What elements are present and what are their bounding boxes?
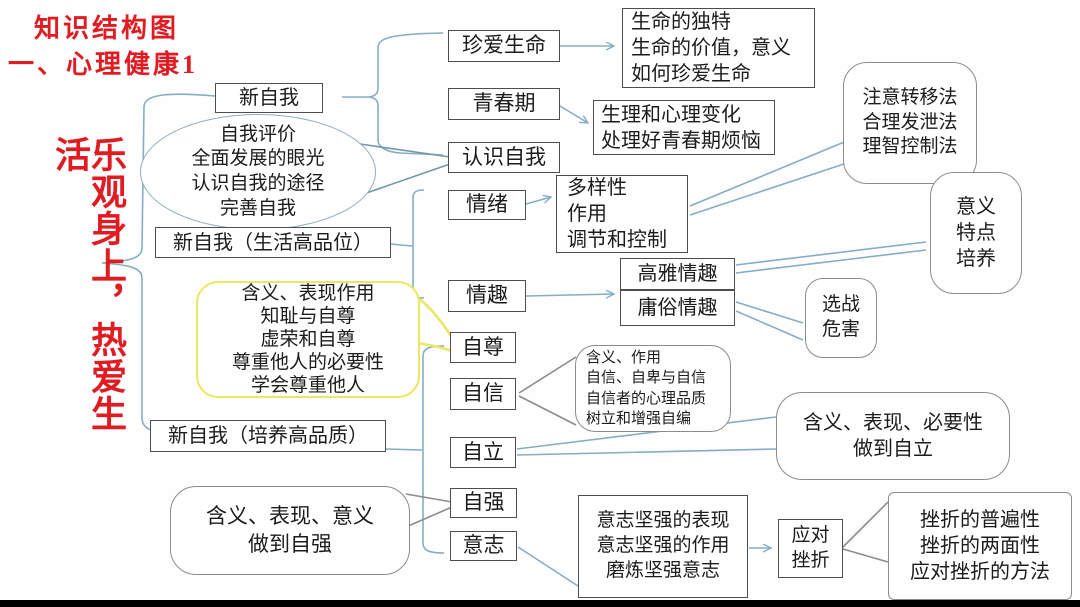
node-new-self: 新自我 [215, 83, 323, 113]
note-self-esteem: 含义、表现作用 知耻与自尊 虚荣和自尊 尊重他人的必要性 学会尊重他人 [196, 281, 420, 398]
node-new-self-life: 新自我（生活高品位） [155, 227, 391, 258]
detail-emotion: 多样性 作用 调节和控制 [556, 175, 688, 253]
lines-emotion-methods [689, 139, 857, 216]
node-vulgar-interest: 庸俗情趣 [620, 290, 735, 326]
note-setback: 挫折的普遍性 挫折的两面性 应对挫折的方法 [888, 492, 1072, 600]
bracket-new-self-life [412, 189, 425, 299]
tail-confidence-note [518, 356, 577, 426]
node-interest: 情趣 [448, 280, 526, 312]
tick-new-self-life [389, 243, 413, 247]
node-new-self-quality: 新自我（培养高品质） [150, 420, 386, 452]
node-confidence: 自信 [450, 378, 516, 410]
bracket-new-self-quality [422, 345, 445, 554]
node-emotion: 情绪 [448, 190, 526, 220]
node-self-respect: 自尊 [450, 332, 516, 363]
note-vulgar: 选战 危害 [805, 278, 877, 358]
brace-root [101, 93, 216, 433]
node-will: 意志 [450, 531, 517, 561]
arrow-interest [525, 294, 614, 296]
node-self-knowledge: 自我评价 全面发展的眼光 认识自我的途径 完善自我 [140, 114, 376, 230]
root-label: 乐观身上，热爱生活 [50, 136, 126, 432]
node-know-self: 认识自我 [448, 142, 560, 173]
arrow-puberty [559, 105, 588, 123]
lines-elegant-note [735, 241, 927, 274]
brace-new-self [368, 32, 444, 156]
page-title: 知识结构图 [34, 14, 180, 43]
node-independence: 自立 [450, 437, 516, 468]
line-will [517, 546, 579, 587]
note-strive: 含义、表现、意义 做到自强 [170, 486, 410, 575]
tail-strive-note [405, 493, 453, 528]
node-cope-setback: 应对 挫折 [778, 519, 843, 578]
tick-new-self-quality [384, 448, 423, 451]
node-puberty: 青春期 [448, 88, 560, 120]
arrow-emotion [525, 197, 551, 205]
bottom-bar [0, 600, 1080, 607]
node-cherish-life: 珍爱生命 [448, 30, 560, 62]
note-confidence: 含义、作用 自信、自卑与自信 自信者的心理品质 树立和增强自编 [575, 345, 731, 432]
tail-setback-note [842, 501, 889, 563]
node-strive: 自强 [450, 488, 517, 518]
note-independence: 含义、表现、必要性 做到自立 [776, 392, 1010, 480]
note-elegant: 意义 特点 培养 [930, 172, 1022, 294]
detail-puberty: 生理和心理变化 处理好青春期烦恼 [593, 100, 775, 155]
lines-independence-note [516, 416, 777, 456]
detail-will: 意志坚强的表现 意志坚强的作用 磨炼坚强意志 [578, 495, 748, 598]
page-subtitle: 一、心理健康1 [8, 50, 199, 79]
node-elegant-interest: 高雅情趣 [620, 258, 735, 290]
detail-life: 生命的独特 生命的价值，意义 如何珍爱生命 [622, 8, 815, 88]
note-emotion-methods: 注意转移法 合理发泄法 理智控制法 [843, 62, 977, 184]
lines-vulgar-note [735, 301, 804, 341]
